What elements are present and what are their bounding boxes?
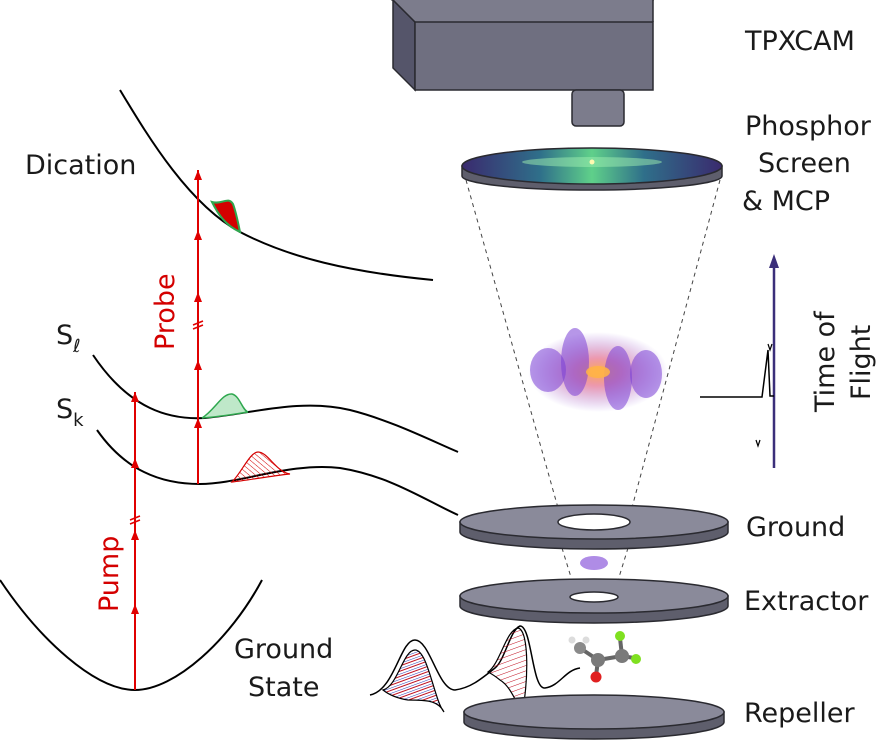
ground-plate [459, 504, 729, 550]
tpxcam-camera [390, 0, 654, 127]
phosphor-label-2: Screen [758, 148, 851, 179]
s-k-label: Sk [56, 394, 84, 431]
probe-label: Probe [150, 273, 181, 350]
s-l-curve [92, 354, 459, 453]
dication-wavepacket [210, 199, 242, 234]
extractor-label: Extractor [744, 586, 869, 617]
time-of-flight-label-2: Flight [846, 325, 877, 400]
ground-state-curve [0, 579, 263, 692]
s-l-wavepacket [201, 393, 249, 419]
molecule-model [568, 631, 641, 683]
time-of-flight-trace [700, 254, 779, 468]
s-l-letter: S [56, 320, 73, 351]
potential-energy-diagram: Dication Sℓ Sk Ground State Pump Probe [0, 89, 459, 703]
s-l-label: Sℓ [56, 320, 81, 357]
probe-arrows [192, 170, 204, 484]
repeller-label: Repeller [744, 698, 856, 729]
s-k-subscript: k [73, 410, 84, 431]
ground-state-label-2: State [248, 672, 319, 703]
small-ion-cloud [580, 556, 608, 570]
ground-state-label-1: Ground [234, 634, 333, 665]
ground-label: Ground [746, 512, 845, 543]
s-k-wavepacket [230, 451, 291, 483]
dication-curve [119, 89, 434, 281]
camera-lens [571, 89, 625, 127]
pump-arrows [129, 392, 141, 690]
repeller-plate [463, 694, 725, 740]
phosphor-label-3: & MCP [742, 186, 830, 217]
extractor-plate [459, 578, 729, 624]
phosphor-label-1: Phosphor [745, 111, 872, 142]
blue-pulse [381, 649, 445, 713]
s-l-subscript: ℓ [72, 336, 80, 357]
ion-cloud [528, 328, 668, 412]
tpxcam-label: TPXCAM [744, 26, 855, 57]
phosphor-screen [461, 147, 723, 191]
s-k-letter: S [56, 394, 73, 425]
pump-label: Pump [94, 536, 125, 612]
projection-cone [465, 179, 721, 601]
time-of-flight-label-1: Time of [810, 310, 841, 413]
dication-label: Dication [25, 150, 136, 181]
